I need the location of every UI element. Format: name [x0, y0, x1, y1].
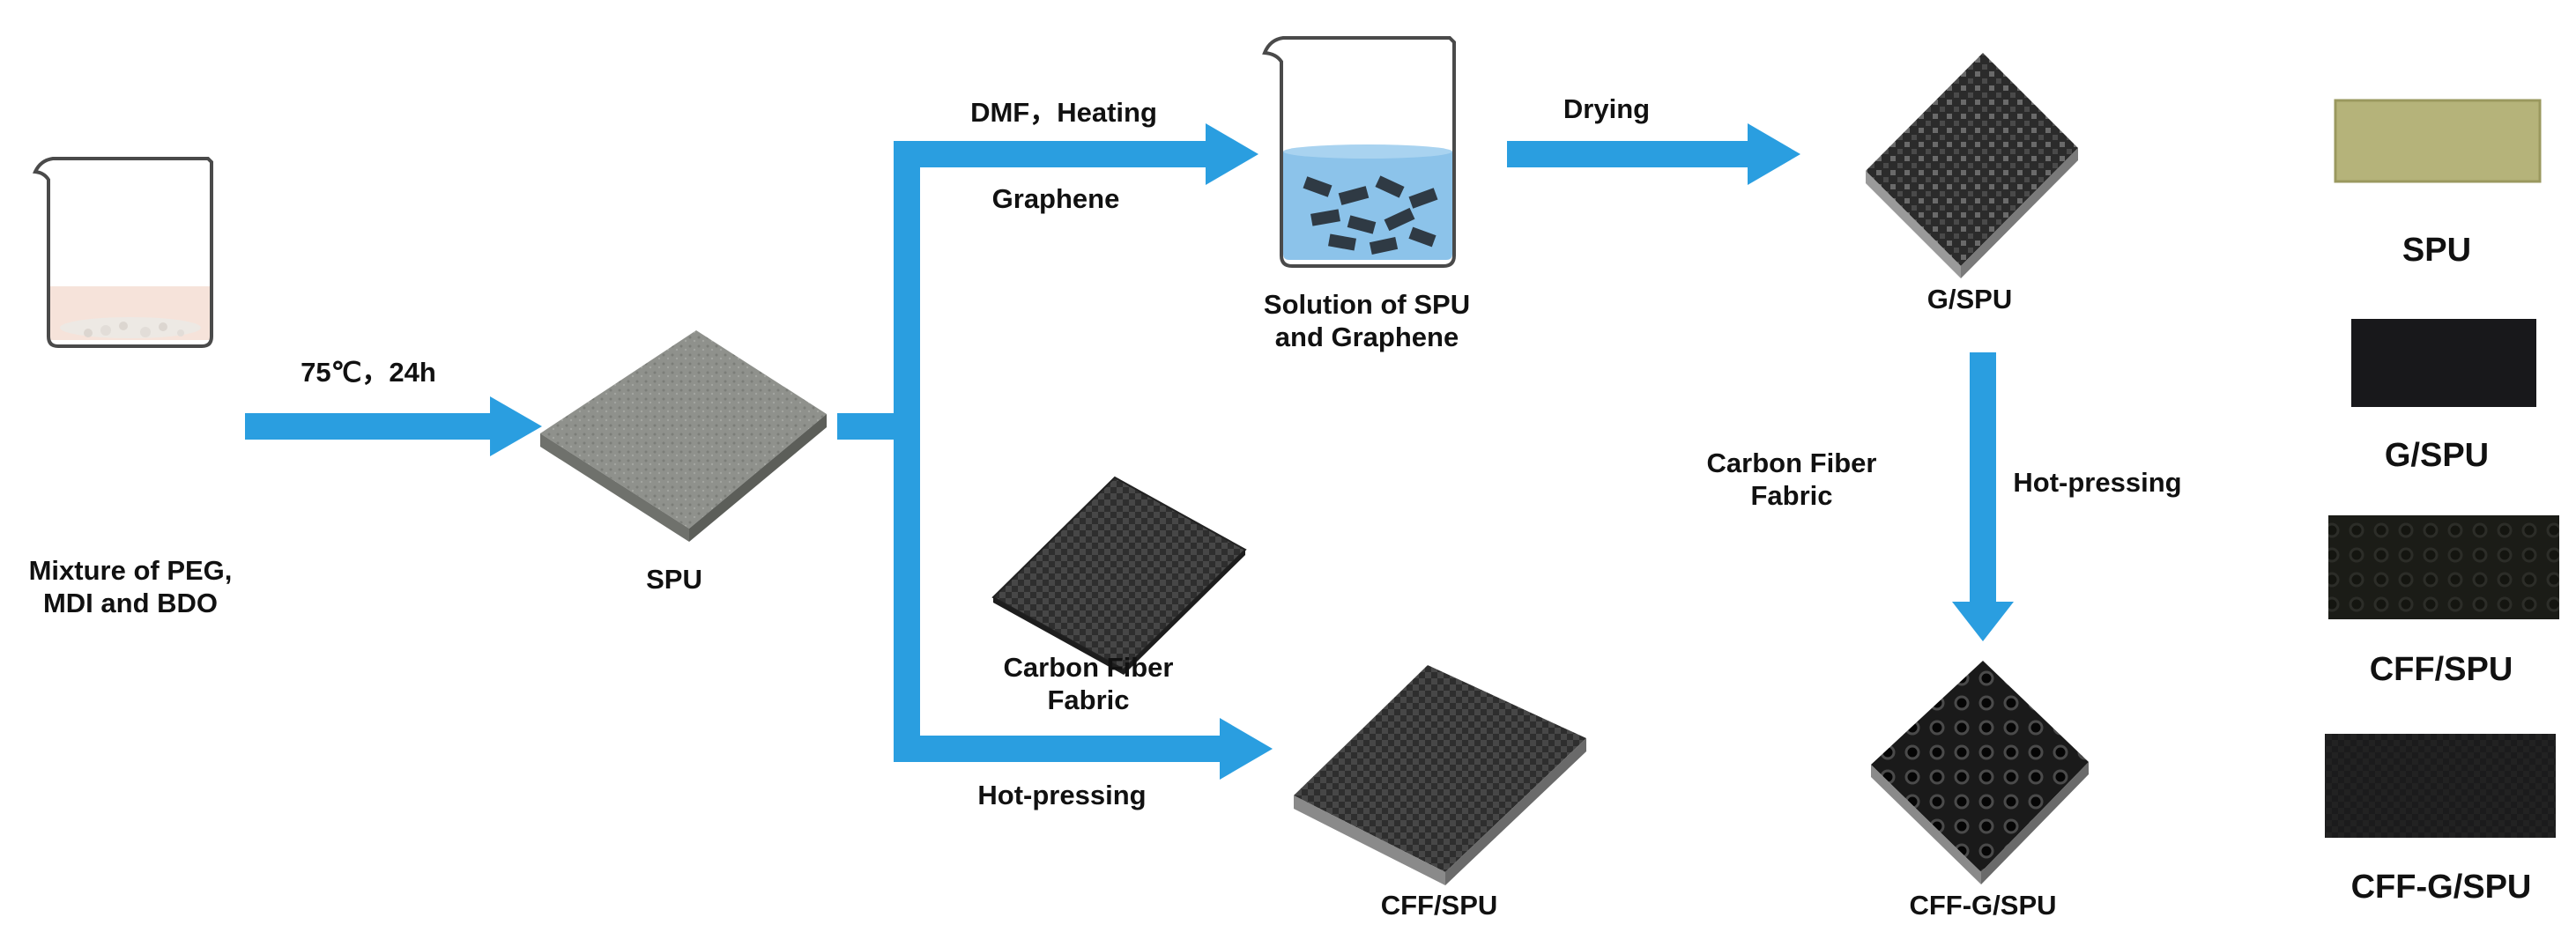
cff-g-spu-label: CFF-G/SPU: [1909, 890, 2057, 921]
mixture-label: Mixture of PEG, MDI and BDO: [28, 555, 233, 618]
solution-beaker-icon: [1262, 36, 1456, 268]
spu-label: SPU: [646, 564, 702, 595]
solution-label: Solution of SPU and Graphene: [1263, 289, 1471, 352]
sample-photo-spu: [2334, 99, 2542, 183]
edge-label-drying: Drying: [1563, 93, 1651, 124]
sample-photo-cff-spu: [2328, 515, 2559, 619]
sample-label-g-spu: G/SPU: [2384, 437, 2490, 474]
arrow-mix-to-spu: [245, 396, 542, 456]
edge-label-dmf-heating: DMF，Heating: [970, 97, 1157, 128]
edge-label-hot-pressing-left: Hot-pressing: [977, 780, 1147, 810]
edge-label-hot-pressing-right: Hot-pressing: [2013, 467, 2182, 498]
g-spu-plate-icon: [1866, 53, 2078, 278]
sample-label-cff-spu: CFF/SPU: [2369, 651, 2513, 688]
spu-plate-icon: [540, 330, 827, 542]
branch-connector: [837, 141, 920, 762]
cff-g-spu-plate-icon: [1871, 661, 2089, 884]
carbon-fiber-fabric-label: Carbon Fiber Fabric: [1003, 652, 1174, 715]
cff-spu-label: CFF/SPU: [1380, 890, 1498, 921]
cff-spu-plate-icon: [1294, 665, 1586, 885]
sample-photo-g-spu: [2351, 319, 2536, 407]
edge-label-temp-time: 75℃，24h: [301, 357, 436, 388]
g-spu-label: G/SPU: [1926, 284, 2013, 314]
edge-label-carbon-fiber-fabric: Carbon Fiber Fabric: [1706, 448, 1877, 511]
edge-label-graphene: Graphene: [991, 183, 1120, 214]
arrow-down: [1952, 352, 2014, 641]
sample-label-cff-g-spu: CFF-G/SPU: [2350, 869, 2532, 906]
mixture-beaker-icon: [33, 157, 213, 348]
sample-label-spu: SPU: [2402, 232, 2472, 269]
sample-photo-cff-g-spu: [2325, 734, 2556, 838]
arrow-to-cff-spu: [894, 718, 1273, 780]
arrow-to-solution: [894, 123, 1258, 185]
arrow-drying: [1507, 123, 1800, 185]
carbon-fiber-fabric-icon: [991, 476, 1247, 675]
